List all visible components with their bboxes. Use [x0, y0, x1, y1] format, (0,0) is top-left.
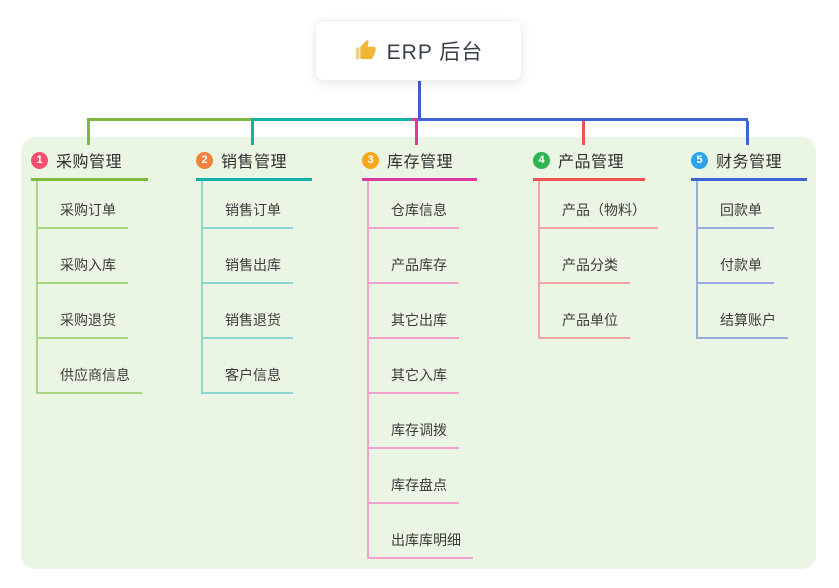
branch-items-sales: 销售订单 销售出库 销售退货 客户信息: [201, 181, 293, 394]
branch-number-badge: 3: [362, 151, 379, 169]
connector-h-procurement: [87, 118, 252, 121]
branch-items-product: 产品（物料） 产品分类 产品单位: [538, 181, 658, 339]
branch-product: 4 产品管理 产品（物料） 产品分类 产品单位: [533, 150, 658, 339]
branch-label: 销售管理: [221, 154, 288, 171]
branch-title-finance[interactable]: 5 财务管理: [691, 150, 807, 181]
branch-label: 采购管理: [56, 154, 123, 171]
branch-label: 库存管理: [387, 154, 454, 171]
branch-number-badge: 4: [533, 151, 550, 169]
connector-drop-procurement: [87, 118, 90, 145]
branch-finance: 5 财务管理 回款单 付款单 结算账户: [691, 150, 807, 339]
connector-h-inventory: [412, 118, 418, 121]
thumbs-up-icon: [354, 39, 377, 62]
connector-drop-finance: [746, 121, 749, 145]
connector-drop-product: [582, 121, 585, 145]
branch-title-procurement[interactable]: 1 采购管理: [31, 150, 148, 181]
connector-drop-sales: [251, 118, 254, 145]
connector-drop-inventory: [415, 121, 418, 145]
root-node[interactable]: ERP 后台: [315, 20, 522, 81]
branch-label: 财务管理: [716, 154, 783, 171]
connector-h-finance: [418, 118, 748, 121]
branch-number-badge: 2: [196, 151, 213, 169]
connector-trunk: [418, 79, 421, 120]
branch-items-finance: 回款单 付款单 结算账户: [696, 181, 788, 339]
branch-items-inventory: 仓库信息 产品库存 其它出库 其它入库 库存调拨 库存盘点 出库库明细: [367, 181, 473, 559]
branch-items-procurement: 采购订单 采购入库 采购退货 供应商信息: [36, 181, 142, 394]
root-node-label: ERP 后台: [386, 40, 484, 64]
branch-procurement: 1 采购管理 采购订单 采购入库 采购退货 供应商信息: [31, 150, 148, 394]
branch-number-badge: 5: [691, 151, 708, 169]
branch-label: 产品管理: [558, 154, 625, 171]
branch-number-badge: 1: [31, 151, 48, 169]
branch-inventory: 3 库存管理 仓库信息 产品库存 其它出库 其它入库 库存调拨 库存盘点 出库库…: [362, 150, 477, 559]
background-panel: [21, 137, 816, 569]
branch-title-sales[interactable]: 2 销售管理: [196, 150, 312, 181]
branch-sales: 2 销售管理 销售订单 销售出库 销售退货 客户信息: [196, 150, 312, 394]
branch-title-inventory[interactable]: 3 库存管理: [362, 150, 477, 181]
branch-title-product[interactable]: 4 产品管理: [533, 150, 645, 181]
connector-h-sales: [252, 118, 418, 121]
